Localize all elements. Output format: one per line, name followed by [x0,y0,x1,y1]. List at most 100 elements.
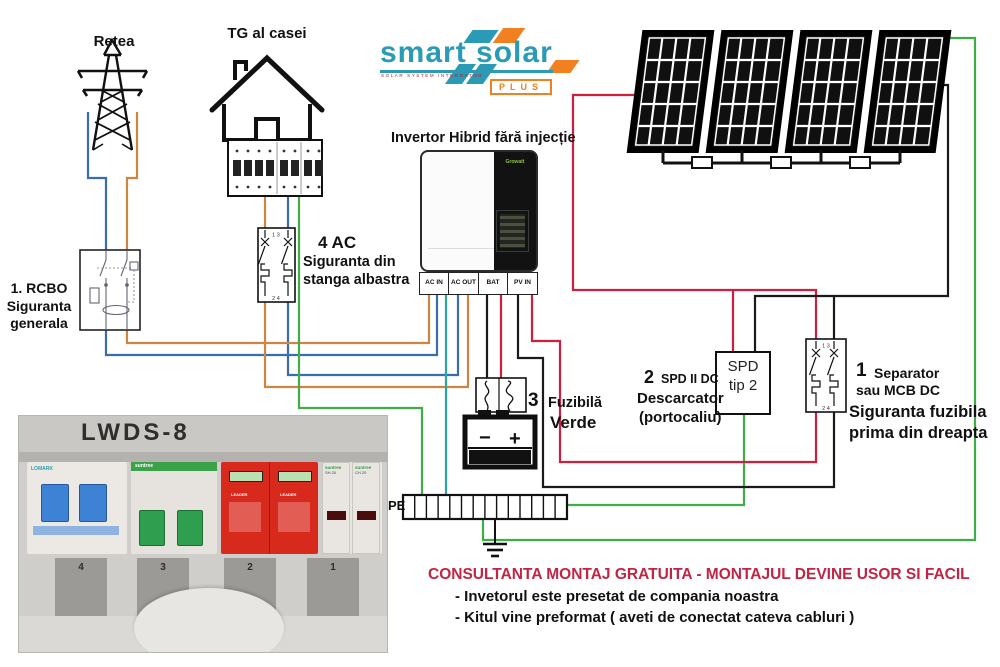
solar-panel [863,30,952,153]
ground-icon [483,519,507,558]
spd-box [715,351,771,415]
inverter-display [496,210,529,252]
fuse-symbol [475,377,527,413]
photo-lwds8-enclosure: LWDS-8 LOMARK suntree LEADER LEADER sunt… [18,415,388,653]
wire-grid-blue [86,112,108,250]
fuse-label-number: 3 [528,390,539,411]
inverter-port-ac-out: AC OUT [448,272,479,295]
slot-number: 4 [55,558,107,616]
spd-label-name: Descarcator [637,390,724,407]
wire-breaker-acout-blue [286,295,460,377]
inverter-front-panel: Growatt [494,152,536,270]
ac4-pole-top: 1 3 [272,233,280,239]
footer-bullet-2: - Kitul vine preformat ( aveti de conect… [455,609,855,626]
wire-rcbo-acin-orange [125,295,431,345]
mcb-pole-top: 1 3 [822,344,830,350]
module-brand: suntree [325,465,342,470]
inverter-port-pv-in: PV IN [507,272,538,295]
spd-module-brand: LEADER [280,492,297,497]
photo-right-modules: suntree SH 20 suntree CH 20 [322,462,382,554]
panel-string-connector [770,156,792,169]
logo-plus-badge: PLUS [490,79,552,95]
wire-tg-pe-green [297,196,424,496]
logo: smart solar SOLAR SYSTEM INTEGRATOR PLUS [368,28,598,96]
enclosure-header [19,416,387,452]
enclosure-cable-cutout [134,588,284,652]
rcbo-label: 1. RCBO Siguranta generala [6,280,72,331]
spd-box-label: SPD tip 2 [727,358,759,394]
slot-number: 1 [307,558,359,616]
spd-module-divider [269,462,270,554]
wire-spd-pe-green [568,414,746,507]
photo-spd-red-modules: LEADER LEADER [221,462,318,554]
footer-bullet-1: - Invetorul este presetat de compania no… [455,588,779,605]
grid-tower-icon [76,37,149,151]
wires-group [86,36,977,542]
green-toggle [177,510,203,546]
enclosure-rail-shadow [19,452,387,462]
green-toggle [139,510,165,546]
house-board-panel [227,139,323,197]
fuse-label-name: Fuzibilă [548,395,602,411]
ac4-breaker-symbol: 1 3 2 4 [257,227,296,303]
photo-module-ch20: suntree CH 20 [352,462,380,554]
wire-breaker-acout-orange [263,295,470,389]
module-model: SH 20 [325,470,337,475]
wire-panel-mcb-red [571,93,818,339]
separator-label-name: Separator [874,365,940,381]
wire-mcb-pvin-black [516,295,836,489]
spd-label-block [229,502,261,532]
module-model: CH 20 [355,470,367,475]
pe-busbar [401,493,569,521]
mcb-dc-symbol: 1 3 2 4 [805,338,847,413]
spd-label-code: SPD II DC [661,372,719,386]
spd-label-number: 2 [644,367,655,387]
ac4-pole-bottom: 2 4 [272,296,280,302]
battery-icon: − + [462,410,538,470]
wire-grid-orange [125,112,139,250]
separator-sub-label: Siguranta fuzibila prima din dreapta [849,403,988,443]
solar-panel [626,30,715,153]
blue-toggle [41,484,69,522]
spd-label-block [278,502,310,532]
logo-tagline: SOLAR SYSTEM INTEGRATOR [381,73,484,78]
module-window [357,511,376,520]
mcb-pole-bottom: 2 4 [822,406,830,412]
spd-label-note: (portocaliu) [639,409,722,426]
solar-panel [784,30,873,153]
photo-breaker-green-brand: suntree [131,462,217,471]
separator-label-number: 1 [856,360,867,381]
inverter-port-row: AC IN AC OUT BAT PV IN [418,272,538,295]
fuse-label-color: Verde [550,413,597,432]
module-window [327,511,346,520]
blue-breaker-band [33,526,119,535]
logo-wordmark: smart solar [380,36,553,73]
inverter-title: Invertor Hibrid fără injecție [391,130,576,146]
house-icon [209,54,325,142]
separator-label-alt: sau MCB DC [856,382,941,398]
wire-mcb-pvin-red [530,295,818,464]
battery-plus-sign: + [509,428,521,450]
photo-breaker-green: suntree [131,462,217,554]
wire-rcbo-acin-blue [104,295,439,357]
inverter-port-ac-in: AC IN [418,272,450,295]
house-board-label: TG al casei [227,25,307,42]
ac4-title: 4 AC [318,233,357,252]
ac4-sub-label: Siguranta din stanga albastra [303,254,410,289]
spd-status-window [278,471,312,482]
panel-string-connector [691,156,713,169]
inverter-seam [428,248,494,249]
solar-panel [705,30,794,153]
wire-panel-spd-black [753,83,950,353]
inverter-unit: Growatt [420,150,538,272]
photo-breaker-blue: LOMARK [27,462,127,554]
solar-panel-array [626,30,952,169]
wire-panels-pe-green [481,36,977,542]
spd-status-window [229,471,263,482]
blue-toggle [79,484,107,522]
rcbo-symbol [79,249,141,331]
panel-string-rail [661,150,902,165]
grid-label: Retea [93,33,135,50]
